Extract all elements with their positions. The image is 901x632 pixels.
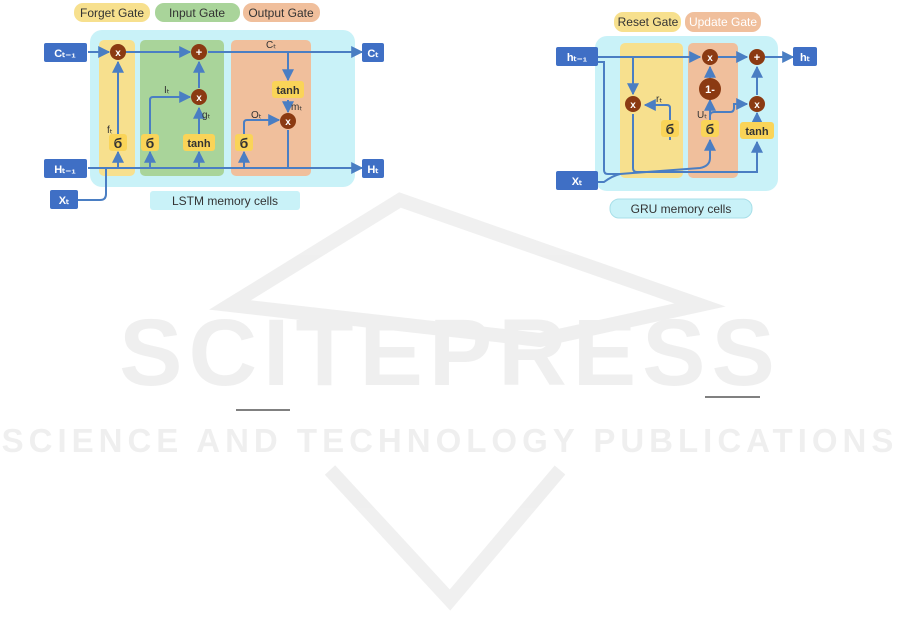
reset-sigma-sym: б: [666, 121, 675, 137]
h-prev-port-label: Hₜ₋₁: [54, 164, 76, 176]
ct-label: Cₜ: [266, 40, 276, 51]
mt-label: mₜ: [291, 102, 302, 113]
input-sigma-sym: б: [146, 135, 155, 151]
candidate-mult-sym: x: [754, 100, 760, 111]
c-out-port-label: Cₜ: [367, 48, 378, 60]
gru-tanh-label: tanh: [745, 126, 769, 138]
lstm-diagram: Forget Gate Input Gate Output Gate: [44, 3, 384, 210]
legend-forget-label: Forget Gate: [80, 6, 144, 20]
gru-add-sym: +: [754, 52, 760, 64]
cell-tanh-label: tanh: [276, 85, 300, 97]
gt-label: gₜ: [202, 110, 211, 121]
it-label: Iₜ: [164, 85, 170, 96]
output-mult-sym: x: [285, 117, 291, 128]
gru-x-port-label: Xₜ: [572, 176, 583, 188]
ut-label: Uₜ: [697, 110, 707, 121]
forget-sigma-sym: б: [114, 135, 123, 151]
input-gate-region: [140, 40, 224, 176]
h-out-port-label: Hₜ: [367, 164, 378, 176]
legend-input-label: Input Gate: [169, 6, 225, 20]
c-prev-port-label: Cₜ₋₁: [54, 48, 76, 60]
ft-label: fₜ: [107, 125, 113, 136]
input-tanh-label: tanh: [187, 138, 211, 150]
svg-text:SCITEPRESS: SCITEPRESS: [119, 300, 781, 406]
svg-text:SCIENCE AND TECHNOLOGY PUBLICA: SCIENCE AND TECHNOLOGY PUBLICATIONS: [2, 422, 899, 459]
publisher-watermark: SCITEPRESS SCIENCE AND TECHNOLOGY PUBLIC…: [2, 200, 899, 600]
gru-diagram: Reset Gate Update Gate x +: [556, 12, 817, 218]
x-port-label: Xₜ: [59, 195, 70, 207]
cell-add-sym: +: [196, 47, 202, 59]
legend-reset-label: Reset Gate: [618, 15, 679, 29]
gru-h-prev-port-label: hₜ₋₁: [567, 52, 588, 64]
update-sigma-sym: б: [706, 121, 715, 137]
gru-caption: GRU memory cells: [631, 202, 732, 216]
output-sigma-sym: б: [240, 135, 249, 151]
legend-output-label: Output Gate: [248, 6, 314, 20]
gru-h-out-port-label: hₜ: [800, 52, 810, 64]
legend-update-label: Update Gate: [689, 15, 757, 29]
rt-label: rₜ: [656, 94, 662, 105]
reset-mult-sym: x: [630, 100, 636, 111]
lstm-caption: LSTM memory cells: [172, 194, 278, 208]
forget-mult-sym: x: [115, 48, 121, 59]
update-mult-sym: x: [707, 53, 713, 64]
one-minus-sym: 1-: [705, 84, 715, 96]
input-mult-sym: x: [196, 93, 202, 104]
ot-label: Oₜ: [251, 110, 262, 121]
